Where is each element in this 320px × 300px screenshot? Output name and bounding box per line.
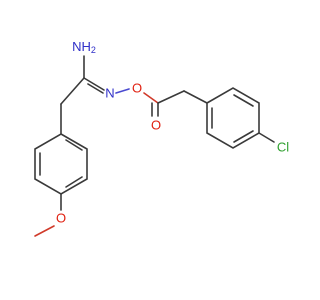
ring2-benzene [206, 87, 260, 149]
ring2-double-3 [233, 94, 254, 107]
bond-ch2-ring2 [183, 90, 208, 104]
bond-camidine-ch2 [60, 77, 85, 105]
imine-nitrogen-label: N [105, 86, 114, 101]
bond-o-ch3 [34, 225, 55, 237]
ring2-double-2 [233, 130, 254, 143]
chlorine-label: Cl [277, 140, 289, 155]
molecule-structure: NH2 N O O O Cl [34, 39, 289, 237]
ring1-double-1 [65, 139, 83, 151]
bond-ccarbonyl-ch2 [157, 90, 185, 104]
label-layer: NH2 N O O O Cl [56, 39, 289, 226]
bond-c-n-double-b [87, 83, 104, 94]
ring1-double-2 [65, 176, 83, 188]
bond-layer [34, 55, 275, 237]
bond-n-o [115, 88, 130, 94]
amine-label: NH2 [72, 39, 96, 56]
methoxy-oxygen-label: O [56, 211, 66, 226]
bond-o-ccarbonyl [143, 92, 159, 104]
bond-c-n-double-a [83, 77, 105, 91]
bond-ring2-cl [258, 132, 275, 143]
oxime-oxygen-label: O [132, 81, 142, 96]
carbonyl-oxygen-label: O [151, 118, 161, 133]
ring1-benzene [34, 133, 88, 195]
